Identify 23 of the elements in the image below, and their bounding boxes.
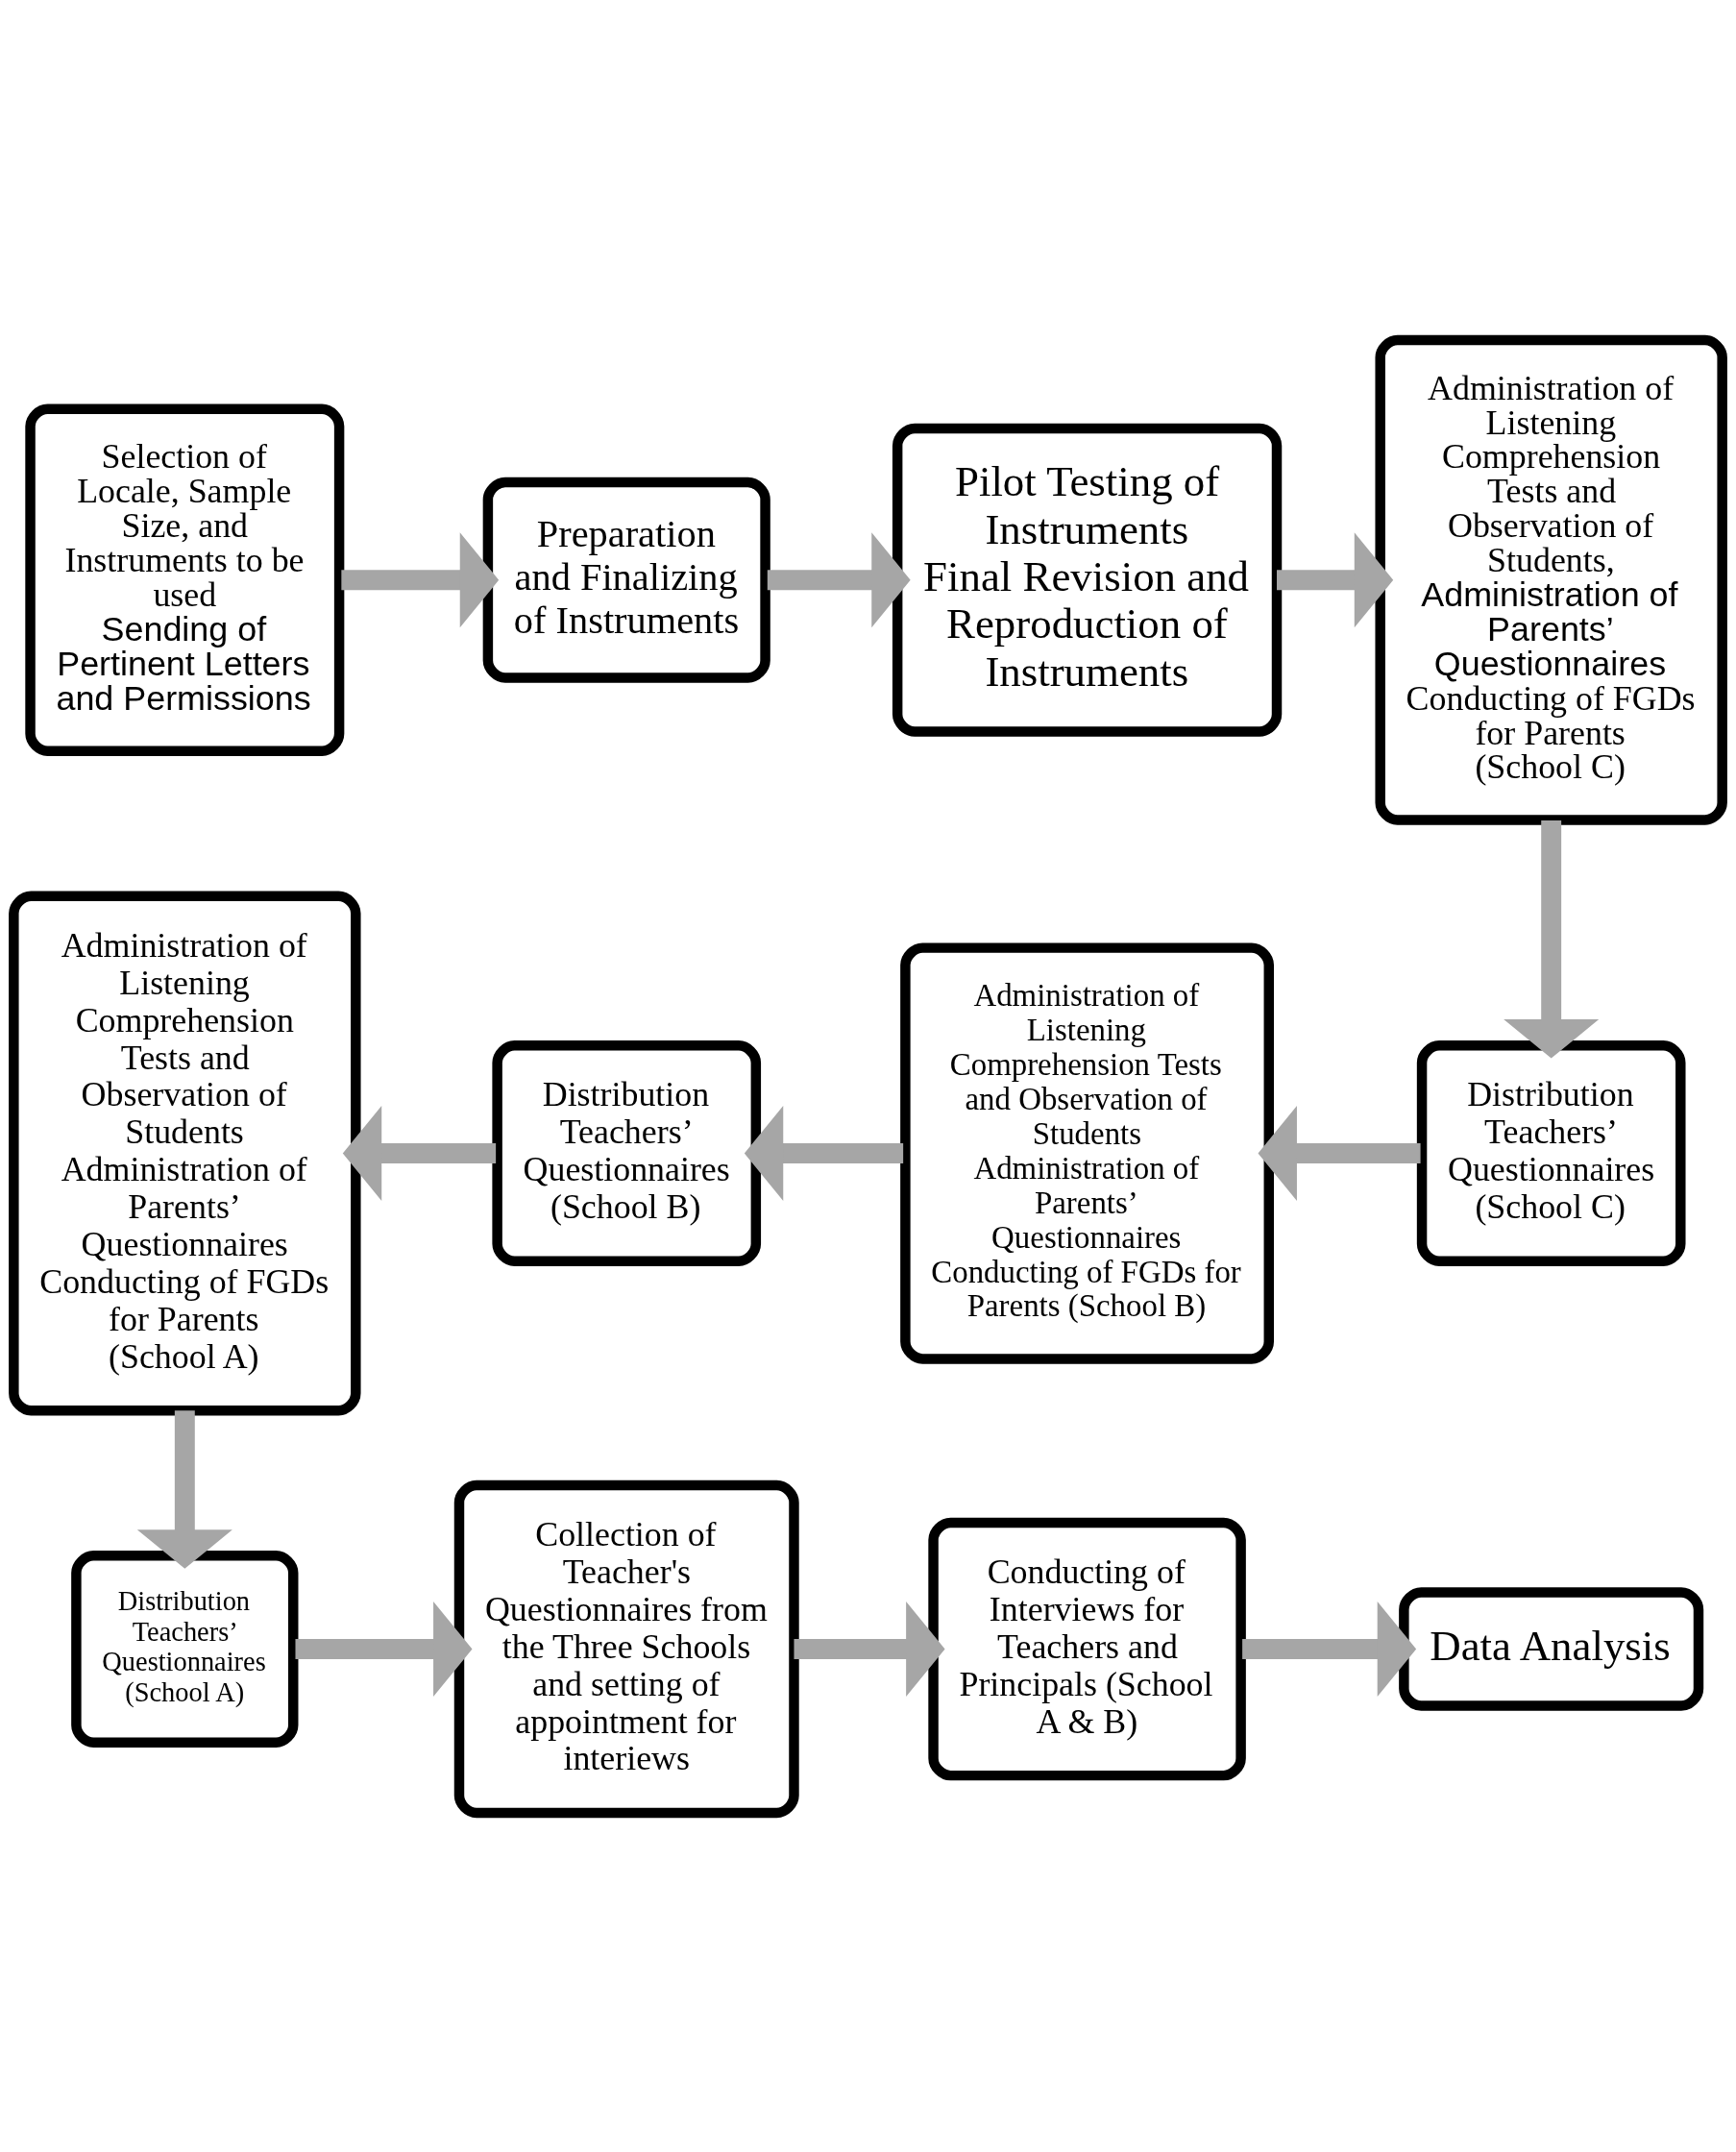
node-box: Administration of Listening Comprehension Tests and Observation of Students Administration of Parents’ Questionnaires Conducting of FGDs for Parents (School B) — [900, 942, 1274, 1364]
node-box: Distribution Teachers’ Questionnaires (School C) — [1416, 1039, 1686, 1266]
node-box: Pilot Testing of Instruments Final Revision and Reproduction of Instruments — [892, 423, 1283, 737]
arrow — [341, 531, 500, 627]
arrow — [295, 1601, 473, 1697]
arrow — [1242, 1601, 1417, 1697]
arrow — [342, 1105, 497, 1201]
node-box: Collection of Teacher's Questionnaires from the Three Schools and setting of appointment for interiews — [453, 1480, 799, 1818]
arrow — [136, 1409, 232, 1569]
arrow — [767, 531, 911, 627]
node-box: Conducting of Interviews for Teachers and Principals (School A & B) — [928, 1517, 1246, 1780]
node-box: Administration of Listening Comprehension Tests and Observation of Students, Administration of Parents’ Questionnaires Conducting of FGDs for Parents (School C) — [1375, 334, 1727, 825]
node-box: Administration of Listening Comprehension Tests and Observation of Students Administration of Parents’ Questionnaires Conducting of FGDs for Parents (School A) — [9, 891, 361, 1415]
arrow — [1258, 1105, 1421, 1201]
node-box: Distribution Teachers’ Questionnaires (School B) — [492, 1039, 762, 1266]
node-box: Distribution Teachers’ Questionnaires (School A) — [71, 1550, 299, 1748]
node-box: Preparation and Finalizing of Instruments — [482, 477, 770, 683]
arrow — [1504, 819, 1600, 1059]
node-box: Selection of Locale, Sample Size, and Instruments to be used Sending of Pertinent Letters and Permissions — [25, 404, 345, 756]
arrow — [794, 1601, 945, 1697]
arrow — [1277, 531, 1394, 627]
arrow — [744, 1105, 904, 1201]
node-box: Data Analysis — [1399, 1586, 1704, 1711]
